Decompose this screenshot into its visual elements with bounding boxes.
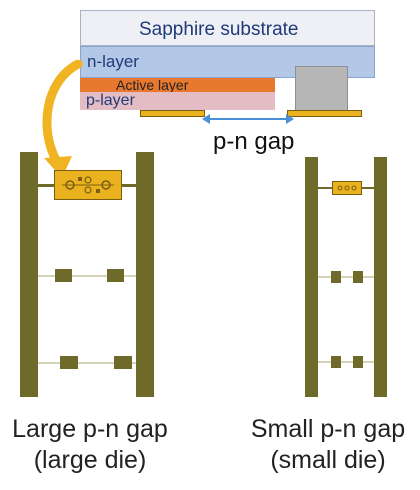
large-die-right-rail: [136, 152, 154, 397]
sapphire-substrate-layer: Sapphire substrate: [80, 10, 375, 46]
p-n-gap-arrow: [202, 114, 294, 124]
small-die-subtitle: (small die): [270, 446, 386, 475]
small-die-caption: Small p-n gap (small die): [236, 414, 420, 477]
large-die-bottom-line: [38, 362, 136, 364]
p-n-gap-label: p-n gap: [213, 128, 295, 155]
small-die-bottom-line: [318, 361, 374, 363]
large-die-mid-line: [38, 275, 136, 277]
n-layer-label: n-layer: [87, 52, 139, 71]
small-die-mid-stub-right: [353, 271, 363, 283]
small-die-title: Small p-n gap: [250, 415, 406, 443]
p-layer-label: p-layer: [86, 92, 135, 109]
large-die-left-rail: [20, 152, 38, 397]
large-die-contact-pad: [54, 170, 122, 200]
active-layer-label: Active layer: [116, 77, 189, 93]
large-die-bottom-stub-right: [114, 356, 132, 369]
small-die-mid-line: [318, 276, 374, 278]
large-die-bottom-stub-left: [60, 356, 78, 369]
n-contact-strip: [287, 110, 362, 117]
active-layer: Active layer: [80, 78, 275, 92]
large-die-title: Large p-n gap: [12, 415, 168, 443]
large-die-mid-stub-right: [107, 269, 124, 282]
small-die-mid-stub-left: [331, 271, 341, 283]
p-contact-strip: [140, 110, 205, 117]
small-die-left-rail: [305, 157, 318, 397]
curved-arrow-icon: [42, 60, 83, 178]
small-pad-detail-icon: [337, 185, 357, 191]
small-die-contact-pad: [332, 181, 362, 195]
n-layer: n-layer: [80, 46, 375, 78]
n-contact-pad: [295, 66, 348, 111]
small-die-bottom-stub-left: [331, 356, 341, 368]
large-die-caption: Large p-n gap (large die): [0, 414, 180, 477]
pad-detail-icon: [62, 176, 114, 194]
large-die-mid-stub-left: [55, 269, 72, 282]
p-layer: p-layer: [80, 92, 275, 110]
small-die-right-rail: [374, 157, 387, 397]
small-die-bottom-stub-right: [353, 356, 363, 368]
sapphire-substrate-label: Sapphire substrate: [139, 19, 299, 40]
large-die-subtitle: (large die): [33, 446, 147, 475]
